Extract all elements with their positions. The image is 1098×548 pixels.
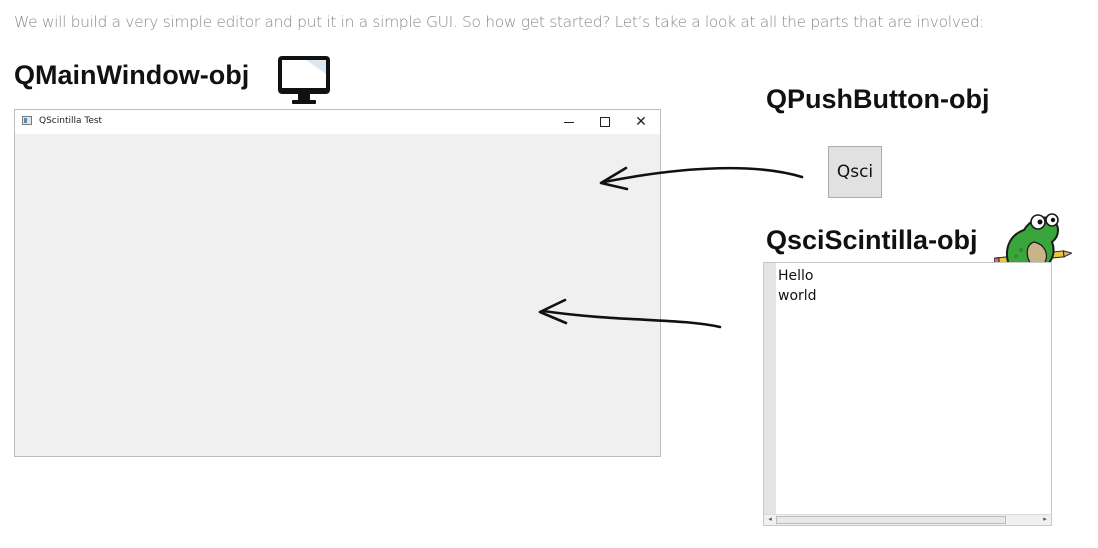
monitor-icon	[278, 56, 330, 104]
main-window-client-area	[15, 134, 660, 456]
app-window-icon	[22, 116, 32, 125]
minimize-button[interactable]	[551, 112, 587, 132]
intro-paragraph: We will build a very simple editor and p…	[14, 13, 985, 31]
maximize-button[interactable]	[587, 112, 623, 132]
main-window-heading: QMainWindow-obj	[14, 60, 250, 90]
editor-text-area[interactable]: Hello world	[778, 266, 817, 306]
editor-line: Hello	[778, 268, 814, 284]
minimize-icon	[564, 121, 574, 123]
scroll-left-icon[interactable]: ◂	[768, 516, 772, 523]
scroll-right-icon[interactable]: ▸	[1043, 516, 1047, 523]
editor-line: world	[778, 288, 817, 304]
close-button[interactable]: ✕	[623, 112, 659, 132]
maximize-icon	[600, 117, 610, 127]
qsci-push-button[interactable]: Qsci	[828, 146, 882, 198]
qsci-button-label: Qsci	[836, 162, 874, 182]
push-button-heading: QPushButton-obj	[766, 84, 990, 114]
window-title: QScintilla Test	[39, 116, 103, 126]
close-icon: ✕	[635, 114, 647, 130]
horizontal-scrollbar[interactable]: ◂ ▸	[764, 514, 1051, 525]
title-bar[interactable]: QScintilla Test ✕	[15, 110, 660, 134]
qsci-editor[interactable]: Hello world ◂ ▸	[763, 262, 1052, 526]
main-window: QScintilla Test ✕	[14, 109, 661, 457]
editor-margin	[764, 263, 776, 515]
scintilla-heading: QsciScintilla-obj	[766, 225, 978, 255]
frog-mascot-icon	[994, 213, 1072, 278]
scroll-thumb[interactable]	[776, 516, 1006, 524]
